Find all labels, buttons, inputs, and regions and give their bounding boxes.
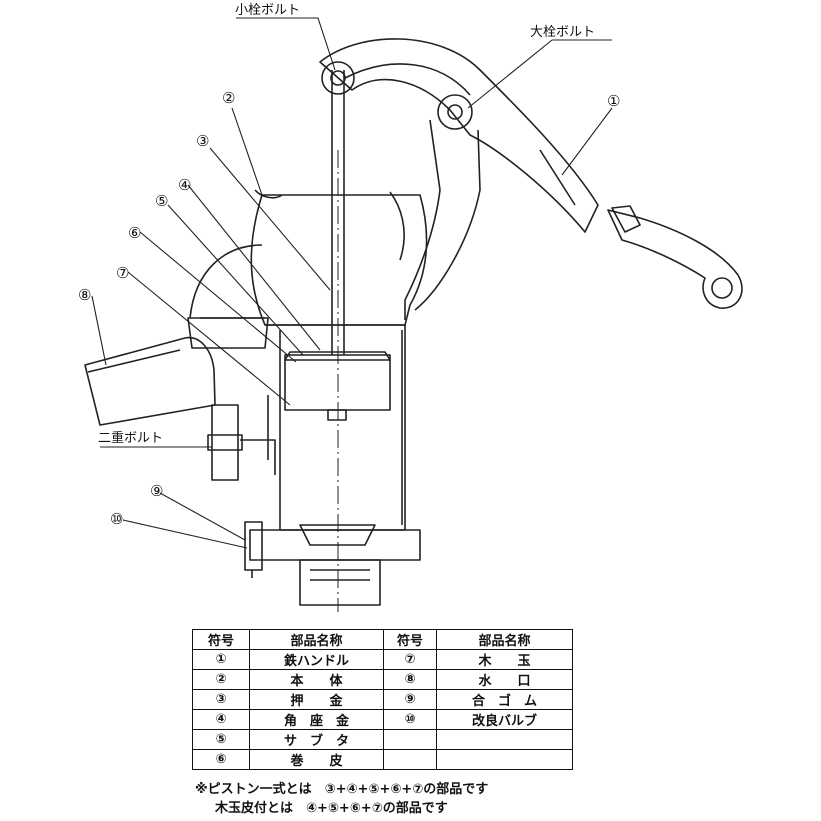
table-row: ③ 押 金 ⑨ 合 ゴ ム [192,689,573,710]
table-row: ⑤ サ ブ タ [192,729,573,750]
note-wooden-ball-set: 木玉皮付とは ④+⑤+⑥+⑦の部品です [215,801,448,816]
header-part-name: 部品名称 [436,629,573,650]
table-row: ② 本 体 ⑧ 水 口 [192,669,573,690]
table-row: ④ 角 座 金 ⑩ 改良バルブ [192,709,573,730]
table-cell: ⑤ [192,729,250,750]
pump-diagram: 小栓ボルト 大栓ボルト 二重ボルト ① ② ③ ④ ⑤ ⑥ ⑦ ⑧ ⑨ ⑩ [78,3,743,612]
table-cell: 合 ゴ ム [436,689,573,710]
spout-dome [189,244,265,319]
table-cell: 本 体 [249,669,384,690]
callout-6: ⑥ [128,224,141,242]
callout-8: ⑧ [78,286,91,304]
grip-ring [711,277,733,299]
base-flange [249,529,421,561]
table-cell: 改良バルブ [436,709,573,730]
callout-10: ⑩ [110,510,123,528]
header-code: 符号 [192,629,250,650]
table-cell [383,729,437,750]
table-cell [436,749,573,770]
label-double-bolt: 二重ボルト [98,430,163,446]
table-cell [383,749,437,770]
handle-arm [319,38,599,233]
table-cell: ① [192,649,250,670]
header-code: 符号 [383,629,437,650]
cylinder-ribs [267,330,403,525]
small-bolt-hole [330,70,346,86]
table-cell: ⑥ [192,749,250,770]
base-lower [299,559,381,606]
table-header-row: 符号 部品名称 符号 部品名称 [192,629,573,650]
callout-3: ③ [196,132,209,150]
double-bolt [207,404,276,481]
table-cell: サ ブ タ [249,729,384,750]
table-cell: ② [192,669,250,690]
table-cell [436,729,573,750]
callout-4: ④ [178,176,191,194]
spout-pipe [84,336,216,426]
label-large-bolt: 大栓ボルト [530,25,595,40]
parts-table: 符号 部品名称 符号 部品名称 ① 鉄ハンドル ⑦ 木 玉 ② 本 体 ⑧ 水 … [192,629,573,770]
header-part-name: 部品名称 [249,629,384,650]
callout-9: ⑨ [150,482,163,500]
callout-2: ② [222,89,235,107]
large-bolt-hole [447,104,463,120]
table-cell: ⑧ [383,669,437,690]
label-small-bolt: 小栓ボルト [235,3,300,18]
table-cell: ⑨ [383,689,437,710]
table-cell: ⑦ [383,649,437,670]
table-row: ⑥ 巻 皮 [192,749,573,770]
table-cell: 巻 皮 [249,749,384,770]
callout-5: ⑤ [155,192,168,210]
table-cell: ③ [192,689,250,710]
table-row: ① 鉄ハンドル ⑦ 木 玉 [192,649,573,670]
flange-bolt [244,521,263,578]
table-cell: 押 金 [249,689,384,710]
note-piston-set: ※ピストン一式とは ③+④+⑤+⑥+⑦の部品です [195,782,489,797]
handle-inner-groove [344,63,576,206]
table-cell: 角 座 金 [249,709,384,730]
spout-inner [87,349,181,373]
grip-end [611,205,641,233]
piston-top [284,351,391,361]
pivot-bracket [404,119,481,320]
table-cell: 水 口 [436,669,573,690]
valve [299,524,376,546]
callout-1: ① [607,92,620,110]
table-cell: ⑩ [383,709,437,730]
spout-cup [187,317,269,349]
leader-lines [91,17,613,549]
piston-nut [327,409,347,421]
notes: ※ピストン一式とは ③+④+⑤+⑥+⑦の部品です 木玉皮付とは ④+⑤+⑥+⑦の… [195,780,488,818]
large-bolt-boss [437,94,473,130]
table-cell: ④ [192,709,250,730]
body-rim [254,189,405,261]
handle-grip [607,209,743,309]
table-cell: 鉄ハンドル [249,649,384,670]
small-bolt-boss [321,61,355,95]
callout-7: ⑦ [116,264,129,282]
table-cell: 木 玉 [436,649,573,670]
